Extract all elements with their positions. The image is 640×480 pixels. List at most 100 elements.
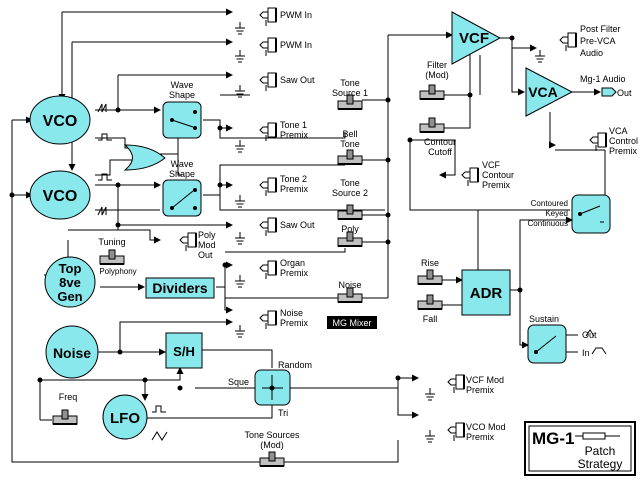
svg-text:S/H: S/H bbox=[173, 344, 195, 359]
vcf-contour-premix-label-a: VCF bbox=[482, 160, 501, 170]
rise-label: Rise bbox=[421, 258, 439, 268]
vca-control-premix-label-b: Control bbox=[609, 136, 638, 146]
organ-premix-label-a: Organ bbox=[280, 258, 305, 268]
sustain-out-label: Out bbox=[582, 330, 597, 340]
tuning-slider bbox=[99, 249, 125, 265]
keyed-label: Keyed bbox=[545, 209, 568, 218]
poly-mod-out-label-c: Out bbox=[198, 250, 213, 260]
post-filter-label-c: Audio bbox=[580, 48, 603, 58]
fall-slider bbox=[417, 294, 443, 310]
svg-text:VCO: VCO bbox=[43, 113, 78, 130]
sustain-label: Sustain bbox=[529, 314, 559, 324]
random-label: Random bbox=[278, 360, 312, 370]
vca-control-premix-label-a: VCA bbox=[609, 126, 628, 136]
wave-shape-label-1a: Wave bbox=[171, 80, 194, 90]
vco-mod-premix-label-a: VCO Mod bbox=[466, 422, 506, 432]
tone2-premix-label-a: Tone 2 bbox=[280, 174, 307, 184]
mod-source-switch[interactable] bbox=[254, 369, 291, 406]
sh-block: S/H bbox=[165, 332, 203, 369]
vcf-mod-premix-label-b: Premix bbox=[466, 385, 495, 395]
title-box: MG-1 Patch Strategy bbox=[524, 421, 636, 476]
adr-block: ADR bbox=[461, 269, 511, 316]
vcf-mode-switch[interactable] bbox=[571, 194, 611, 234]
contour-cutoff-slider bbox=[419, 117, 445, 133]
fall-label: Fall bbox=[423, 314, 438, 324]
tone-source-2-slider bbox=[337, 204, 363, 220]
noise-block: Noise bbox=[45, 325, 99, 379]
pwm-in-label-2: PWM In bbox=[280, 40, 312, 50]
svg-text:Top: Top bbox=[59, 261, 82, 276]
vca-control-premix-jack bbox=[589, 132, 607, 152]
poly-slider bbox=[337, 231, 363, 247]
pwm-in-jack-2 bbox=[259, 37, 277, 57]
noise-slider bbox=[337, 287, 363, 303]
svg-text:Gen: Gen bbox=[57, 289, 82, 304]
noise-premix-label-b: Premix bbox=[280, 318, 309, 328]
contour-cutoff-label-a: Contour bbox=[424, 137, 456, 147]
tone-source-1-label-b: Source 1 bbox=[332, 88, 368, 98]
title-main: MG-1 bbox=[532, 429, 575, 448]
tone2-premix-jack bbox=[259, 177, 277, 197]
saw-out-label-1: Saw Out bbox=[280, 75, 315, 85]
wave-shape-label-2b: Shape bbox=[169, 169, 195, 179]
filter-mod-label-b: (Mod) bbox=[425, 70, 449, 80]
post-filter-label-a: Post Filter bbox=[580, 24, 621, 34]
bell-tone-label-a: Bell bbox=[342, 129, 357, 139]
audio-out-plug bbox=[601, 87, 617, 97]
saw-out-label-2: Saw Out bbox=[280, 220, 315, 230]
tone-source-2-label-a: Tone bbox=[340, 178, 360, 188]
lfo-block: LFO bbox=[102, 394, 168, 441]
rise-slider bbox=[417, 269, 443, 285]
polyphony-label: Polyphony bbox=[99, 267, 136, 276]
vcf-contour-premix-jack bbox=[461, 167, 479, 187]
wave-shape-switch-2[interactable] bbox=[162, 179, 202, 217]
dividers-block: Dividers bbox=[145, 277, 215, 299]
vcf-block: VCF bbox=[451, 11, 502, 65]
noise-premix-jack bbox=[259, 310, 277, 330]
tone1-premix-label-b: Premix bbox=[280, 130, 309, 140]
wave-shape-label-1b: Shape bbox=[169, 90, 195, 100]
svg-text:VCO: VCO bbox=[43, 188, 78, 205]
sustain-switch[interactable] bbox=[527, 324, 567, 364]
vco-2: VCO bbox=[29, 170, 112, 220]
vco-mod-premix-label-b: Premix bbox=[466, 432, 495, 442]
top-8ve-gen: Top 8ve Gen bbox=[44, 256, 96, 308]
svg-text:VCF: VCF bbox=[459, 30, 489, 47]
organ-premix-jack bbox=[259, 260, 277, 280]
jack-labels: PWM In PWM In Saw Out Tone 1 Premix Tone… bbox=[198, 10, 638, 442]
saw-out-jack-1 bbox=[259, 72, 277, 92]
svg-text:MG Mixer: MG Mixer bbox=[333, 318, 372, 328]
sque-label: Sque bbox=[228, 377, 249, 387]
freq-label: Freq bbox=[59, 392, 78, 402]
bell-tone-label-b: Tone bbox=[340, 139, 360, 149]
vcf-contour-premix-label-c: Premix bbox=[482, 180, 511, 190]
sustain-in-label: In bbox=[582, 348, 590, 358]
tone-sources-mod-slider bbox=[259, 451, 285, 467]
control-labels: Wave Shape Wave Shape Tone Source 1 Bell… bbox=[59, 60, 607, 450]
vca-control-premix-label-c: Premix bbox=[609, 146, 638, 156]
tone2-premix-label-b: Premix bbox=[280, 184, 309, 194]
poly-mod-out-label-a: Poly bbox=[198, 230, 216, 240]
post-filter-label-b: Pre-VCA bbox=[580, 36, 616, 46]
vcf-mod-premix-label-a: VCF Mod bbox=[466, 375, 504, 385]
audio-out-label-a: Mg-1 Audio bbox=[580, 74, 626, 84]
saw-out-jack-2 bbox=[259, 217, 277, 237]
vcf-contour-premix-label-b: Contour bbox=[482, 170, 514, 180]
vco-mod-premix-jack bbox=[447, 422, 465, 442]
poly-label: Poly bbox=[341, 224, 359, 234]
contour-cutoff-label-b: Cutoff bbox=[428, 147, 452, 157]
svg-text:8ve: 8ve bbox=[59, 275, 81, 290]
filter-mod-slider bbox=[419, 84, 445, 100]
bell-tone-slider bbox=[337, 149, 363, 165]
svg-text:VCA: VCA bbox=[528, 84, 558, 100]
freq-slider bbox=[52, 409, 78, 425]
continuous-label: Continuous bbox=[528, 219, 568, 228]
svg-text:ADR: ADR bbox=[470, 285, 503, 302]
or-gate bbox=[123, 144, 166, 171]
post-filter-jack bbox=[559, 32, 577, 52]
noise-premix-label-a: Noise bbox=[280, 308, 303, 318]
junction-dots bbox=[9, 35, 523, 391]
wave-shape-switch-1[interactable] bbox=[162, 101, 202, 139]
tone-source-2-label-b: Source 2 bbox=[332, 188, 368, 198]
